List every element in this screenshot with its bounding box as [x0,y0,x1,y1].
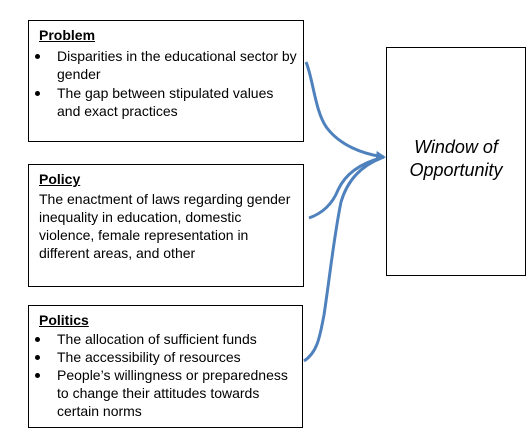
list-item: People’s willingness or preparedness to … [29,366,296,420]
window-label-line2: Opportunity [409,160,503,180]
policy-box: Policy The enactment of laws regarding g… [28,164,304,287]
policy-title: Policy [39,171,81,187]
list-item: Disparities in the educational sector by… [29,47,297,83]
problem-list: Disparities in the educational sector by… [29,47,297,121]
problem-box: Problem Disparities in the educational s… [28,20,304,142]
bullet-icon [35,355,40,360]
politics-box: Politics The allocation of sufficient fu… [28,305,303,428]
list-item-text: The accessibility of resources [57,349,241,365]
window-of-opportunity-box: Window of Opportunity [386,47,526,276]
list-item: The accessibility of resources [29,348,296,366]
list-item-text: People’s willingness or preparedness to … [57,367,288,419]
bullet-icon [35,91,40,96]
bullet-icon [35,54,40,59]
list-item-text: Disparities in the educational sector by… [57,48,297,82]
list-item: The gap between stipulated values and ex… [29,84,297,120]
window-label: Window of Opportunity [387,136,525,182]
window-label-line1: Window of [414,137,498,157]
problem-arrow [304,61,386,161]
problem-title: Problem [39,27,96,43]
list-item-text: The allocation of sufficient funds [57,331,257,347]
politics-arrow [303,155,385,363]
bullet-icon [35,373,40,378]
politics-title: Politics [39,312,89,328]
politics-list: The allocation of sufficient funds The a… [29,330,296,420]
bullet-icon [35,337,40,342]
policy-arrow [308,155,385,220]
policy-text: The enactment of laws regarding gender i… [39,191,291,261]
list-item: The allocation of sufficient funds [29,330,296,348]
list-item-text: The gap between stipulated values and ex… [57,85,274,119]
